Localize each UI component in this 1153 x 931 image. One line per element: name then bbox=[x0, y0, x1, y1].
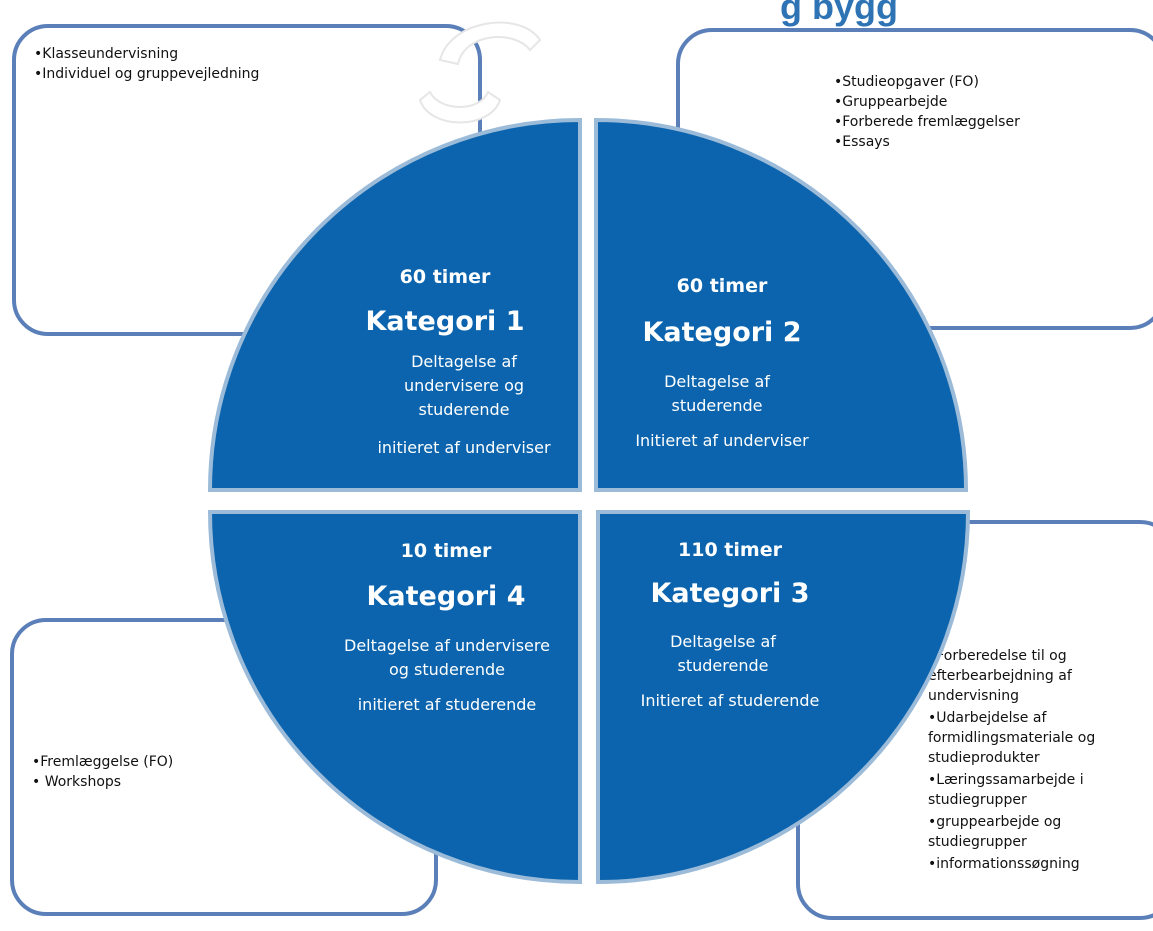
k1-hours: 60 timer bbox=[400, 266, 491, 288]
k2-desc-line: Deltagelse af bbox=[664, 372, 770, 391]
k4-hours: 10 timer bbox=[401, 540, 492, 562]
quadrant-kategori-4 bbox=[207, 510, 582, 885]
quadrant-kategori-1 bbox=[207, 117, 582, 492]
k2-hours: 60 timer bbox=[677, 275, 768, 297]
k4-desc-line: initieret af studerende bbox=[358, 695, 537, 714]
k2-desc-line: studerende bbox=[672, 396, 763, 415]
activity-list: •Studieopgaver (FO) •Gruppearbejde •Forb… bbox=[834, 72, 1020, 152]
k1-desc-line: Deltagelse af bbox=[411, 352, 517, 371]
k3-desc-line: studerende bbox=[678, 656, 769, 675]
k2-desc-line: Initieret af underviser bbox=[635, 431, 809, 450]
k2-title: Kategori 2 bbox=[643, 317, 802, 348]
quadrant-kategori-2 bbox=[594, 117, 969, 492]
activity-list: •Forberedelse til og efterbearbejdning a… bbox=[928, 646, 1106, 876]
list-item: •Forberedelse til og efterbearbejdning a… bbox=[928, 648, 1072, 704]
k4-title: Kategori 4 bbox=[367, 581, 526, 612]
list-item: • Workshops bbox=[32, 774, 122, 790]
page-title: g bygg bbox=[780, 0, 898, 27]
list-item: •Udarbejdelse af formidlingsmateriale og… bbox=[928, 710, 1096, 766]
list-item: •Læringssamarbejde i studiegrupper bbox=[928, 772, 1084, 808]
k4-desc-line: Deltagelse af undervisere bbox=[344, 636, 550, 655]
k1-desc-line: undervisere og bbox=[404, 376, 524, 395]
list-item: •Individuel og gruppevejledning bbox=[34, 66, 260, 82]
list-item: •Gruppearbejde bbox=[834, 94, 948, 110]
list-item: •Studieopgaver (FO) bbox=[834, 74, 979, 90]
k1-title: Kategori 1 bbox=[366, 306, 525, 337]
list-item: •Forberede fremlæggelser bbox=[834, 114, 1020, 130]
list-item: •Klasseundervisning bbox=[34, 46, 179, 62]
k3-desc-line: Initieret af studerende bbox=[641, 691, 820, 710]
k3-title: Kategori 3 bbox=[651, 578, 810, 609]
k1-desc-line: studerende bbox=[419, 400, 510, 419]
cycle-arrow-icon bbox=[418, 21, 542, 124]
k4-desc-line: og studerende bbox=[389, 660, 505, 679]
activity-list: •Klasseundervisning •Individuel og grupp… bbox=[34, 44, 259, 84]
k3-desc-line: Deltagelse af bbox=[670, 632, 776, 651]
quadrant-kategori-3 bbox=[596, 510, 971, 885]
k3-hours: 110 timer bbox=[678, 539, 783, 561]
k1-desc-line: initieret af underviser bbox=[377, 438, 551, 457]
list-item: •gruppearbejde og studiegrupper bbox=[928, 814, 1062, 850]
list-item: •informationssøgning bbox=[928, 856, 1080, 872]
list-item: •Essays bbox=[834, 134, 890, 150]
list-item: •Fremlæggelse (FO) bbox=[32, 754, 174, 770]
activity-list: •Fremlæggelse (FO) • Workshops bbox=[32, 752, 173, 792]
